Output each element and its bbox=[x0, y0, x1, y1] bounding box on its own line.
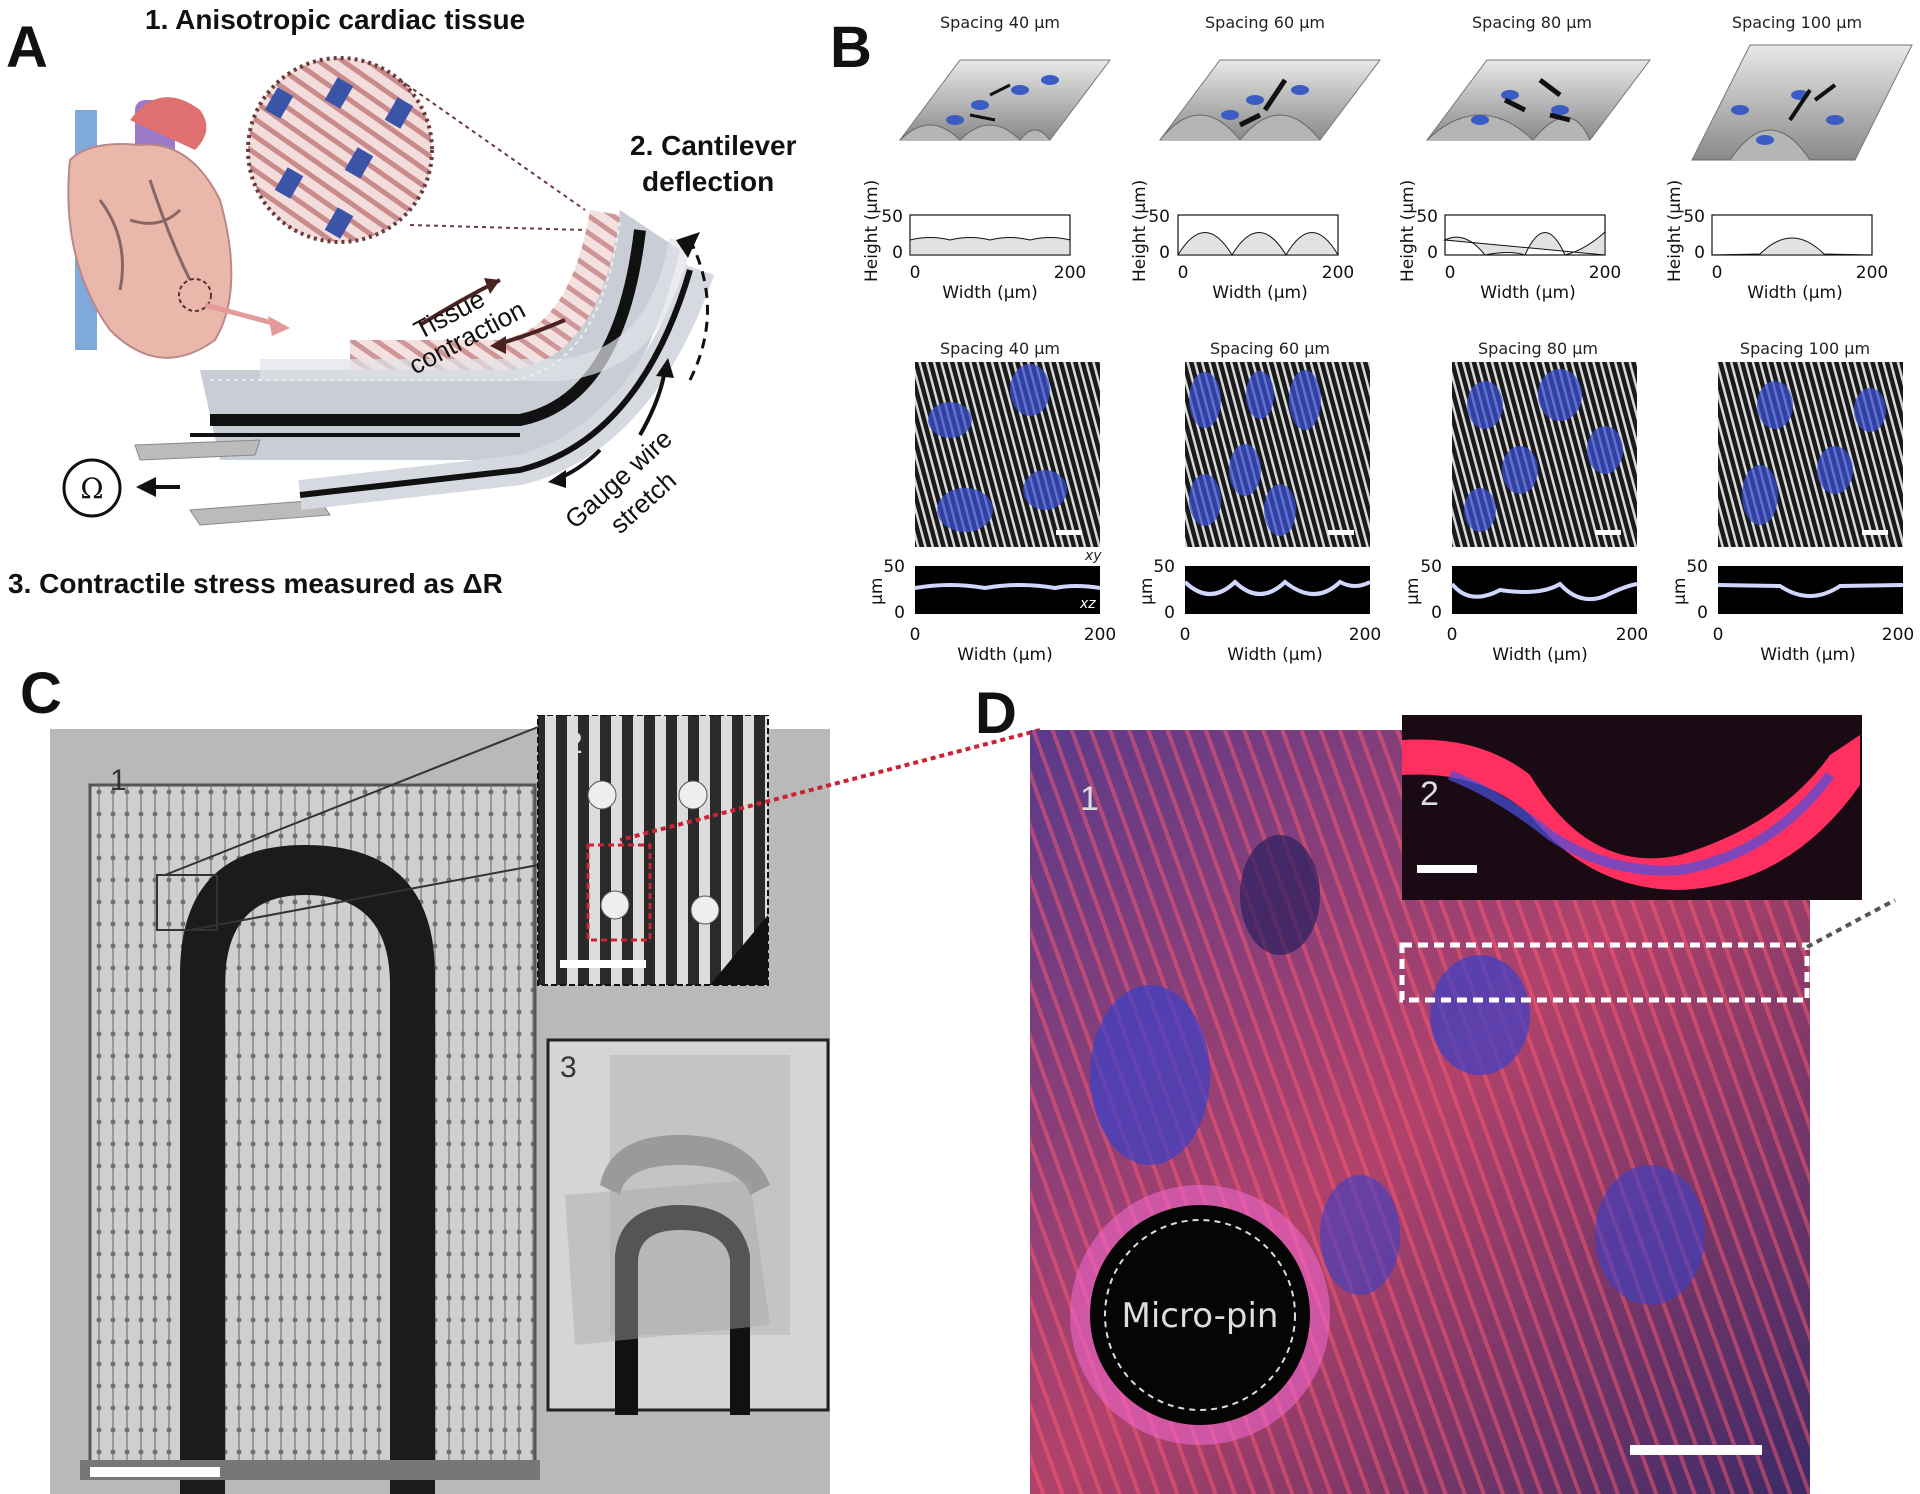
tick-height-50: 50 bbox=[1416, 207, 1438, 227]
micro-pin-label: Micro-pin bbox=[1122, 1296, 1279, 1336]
width-axis-label: Width (μm) bbox=[1480, 283, 1575, 303]
tick-width-200b: 200 bbox=[1616, 625, 1648, 645]
tick-height-50: 50 bbox=[1683, 207, 1705, 227]
tick-height-0: 0 bbox=[1694, 243, 1705, 263]
cantilever-device bbox=[134, 210, 715, 526]
spacing-label-60-top: Spacing 60 μm bbox=[1205, 13, 1325, 32]
tick-width-0: 0 bbox=[1712, 263, 1723, 283]
step1-heading: 1. Anisotropic cardiac tissue bbox=[145, 4, 526, 35]
panel-c-inset1-label: 1 bbox=[110, 764, 127, 797]
panel-label-c: C bbox=[20, 661, 62, 726]
xz-label: xz bbox=[1079, 596, 1096, 612]
tick-width-0b: 0 bbox=[910, 625, 921, 645]
ohm-symbol: Ω bbox=[80, 472, 103, 505]
spacing-label-60-bottom: Spacing 60 μm bbox=[1210, 339, 1330, 358]
panel-c-inset2: 2 bbox=[537, 715, 769, 986]
tick-width-200b: 200 bbox=[1084, 625, 1116, 645]
xy-label: xy bbox=[1084, 548, 1102, 564]
column-100um: Spacing 100 μm 50 0 0 200 Width (μm) Hei… bbox=[1665, 13, 1914, 665]
tick-width-0: 0 bbox=[1445, 263, 1456, 283]
panel-d-inset2: 2 bbox=[1402, 715, 1862, 900]
tick-0: 0 bbox=[894, 603, 905, 623]
tick-height-50: 50 bbox=[881, 207, 903, 227]
tick-width-0b: 0 bbox=[1180, 625, 1191, 645]
tick-width-0: 0 bbox=[910, 263, 921, 283]
tick-height-0: 0 bbox=[892, 243, 903, 263]
tick-0: 0 bbox=[1431, 603, 1442, 623]
step2-heading-line2: deflection bbox=[642, 166, 775, 197]
width-axis-label: Width (μm) bbox=[942, 283, 1037, 303]
spacing-label-100-bottom: Spacing 100 μm bbox=[1740, 339, 1870, 358]
panel-label-a: A bbox=[6, 15, 48, 80]
tick-50: 50 bbox=[883, 557, 905, 577]
spacing-label-40-bottom: Spacing 40 μm bbox=[940, 339, 1060, 358]
width-axis-label-b: Width (μm) bbox=[1227, 645, 1322, 665]
width-axis-label: Width (μm) bbox=[1212, 283, 1307, 303]
tick-width-200: 200 bbox=[1856, 263, 1888, 283]
tick-width-200b: 200 bbox=[1349, 625, 1381, 645]
tick-width-200: 200 bbox=[1322, 263, 1354, 283]
um-axis-label: μm bbox=[1137, 578, 1157, 605]
panel-label-d: D bbox=[975, 681, 1017, 746]
spacing-label-100-top: Spacing 100 μm bbox=[1732, 13, 1862, 32]
spacing-label-80-bottom: Spacing 80 μm bbox=[1478, 339, 1598, 358]
um-axis-label: μm bbox=[867, 578, 887, 605]
ohm-meter-icon bbox=[62, 458, 122, 518]
panel-c-inset3: 3 bbox=[546, 1038, 830, 1415]
tick-width-200b: 200 bbox=[1882, 625, 1914, 645]
tick-0: 0 bbox=[1164, 603, 1175, 623]
tick-50: 50 bbox=[1686, 557, 1708, 577]
width-axis-label-b: Width (μm) bbox=[1760, 645, 1855, 665]
panel-c-photo: 1 2 3 bbox=[50, 715, 830, 1494]
tick-0: 0 bbox=[1697, 603, 1708, 623]
panel-b-figure: Spacing 40 μm 50 0 0 200 Width (μm) Heig… bbox=[862, 13, 1914, 665]
step3-heading: 3. Contractile stress measured as ΔR bbox=[8, 568, 503, 599]
spacing-label-40-top: Spacing 40 μm bbox=[940, 13, 1060, 32]
micro-pin: Micro-pin bbox=[1070, 1185, 1330, 1445]
tick-width-0b: 0 bbox=[1447, 625, 1458, 645]
tick-50: 50 bbox=[1420, 557, 1442, 577]
column-80um: Spacing 80 μm 50 0 0 200 Width (μm) Heig… bbox=[1398, 13, 1651, 665]
tick-width-200: 200 bbox=[1054, 263, 1086, 283]
panel-d-inset2-label: 2 bbox=[1420, 775, 1439, 813]
height-axis-label: Height (μm) bbox=[862, 180, 882, 282]
height-axis-label: Height (μm) bbox=[1398, 180, 1418, 282]
tick-height-0: 0 bbox=[1427, 243, 1438, 263]
tick-width-0: 0 bbox=[1178, 263, 1189, 283]
width-axis-label: Width (μm) bbox=[1747, 283, 1842, 303]
tick-width-0b: 0 bbox=[1713, 625, 1724, 645]
column-40um: Spacing 40 μm 50 0 0 200 Width (μm) Heig… bbox=[862, 13, 1116, 665]
panel-a-diagram: Tissue contraction Gauge wire stretch Ω bbox=[62, 56, 715, 539]
column-60um: Spacing 60 μm 50 0 0 200 Width (μm) Heig… bbox=[1130, 13, 1381, 665]
panel-d-photo: 1 Micro-pin 2 bbox=[1030, 715, 1896, 1494]
panel-d-connector bbox=[619, 728, 1041, 842]
spacing-label-80-top: Spacing 80 μm bbox=[1472, 13, 1592, 32]
panel-label-b: B bbox=[830, 15, 872, 80]
tick-50: 50 bbox=[1153, 557, 1175, 577]
height-axis-label: Height (μm) bbox=[1130, 180, 1150, 282]
step2-heading-line1: 2. Cantilever bbox=[630, 130, 797, 161]
tick-width-200: 200 bbox=[1589, 263, 1621, 283]
panel-c-inset2-label: 2 bbox=[566, 727, 583, 760]
width-axis-label-b: Width (μm) bbox=[957, 645, 1052, 665]
height-axis-label: Height (μm) bbox=[1665, 180, 1685, 282]
um-axis-label: μm bbox=[1670, 578, 1690, 605]
tissue-zoom-circle bbox=[246, 56, 434, 244]
um-axis-label: μm bbox=[1403, 578, 1423, 605]
panel-d-inset1-label: 1 bbox=[1080, 780, 1099, 818]
tick-height-50: 50 bbox=[1148, 207, 1170, 227]
heart-illustration bbox=[67, 97, 233, 359]
width-axis-label-b: Width (μm) bbox=[1492, 645, 1587, 665]
tick-height-0: 0 bbox=[1159, 243, 1170, 263]
panel-c-inset3-label: 3 bbox=[560, 1051, 577, 1084]
